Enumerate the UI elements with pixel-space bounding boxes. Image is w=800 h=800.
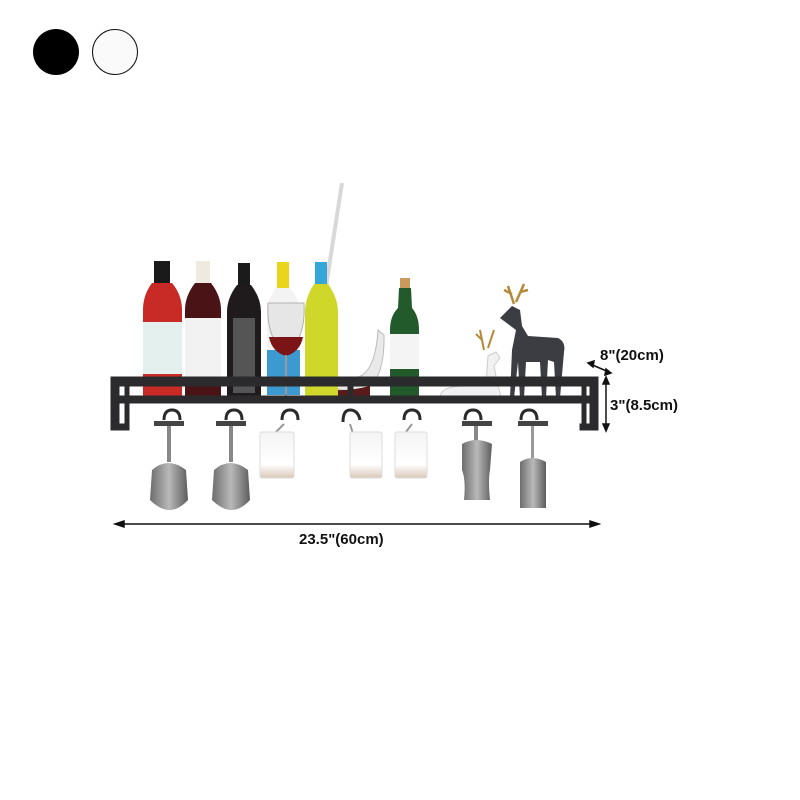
height-label: 3"(8.5cm)	[610, 397, 678, 414]
deer-black	[500, 283, 565, 398]
width-arrow	[112, 519, 602, 529]
color-swatch-black[interactable]	[33, 29, 79, 75]
bottle-dark	[227, 263, 261, 398]
hanging-glass-stack-1	[462, 421, 492, 500]
bottle-red	[185, 261, 221, 398]
hanging-mug-1	[259, 423, 295, 479]
hanging-wine-glass-1	[150, 421, 188, 510]
hanging-glass-stack-2	[518, 421, 548, 508]
wine-glass	[267, 302, 305, 396]
width-label: 23.5"(60cm)	[299, 531, 384, 548]
hanging-wine-glass-2	[212, 421, 250, 510]
bottle-rose	[143, 261, 182, 398]
bottle-green	[390, 278, 419, 398]
deer-white	[439, 329, 502, 399]
shelf-frame	[110, 376, 599, 431]
hanging-mug-3	[394, 423, 428, 479]
depth-label: 8"(20cm)	[600, 347, 664, 364]
color-swatch-white[interactable]	[92, 29, 138, 75]
bottle-yellow	[305, 262, 338, 398]
height-arrow	[601, 375, 611, 433]
depth-arrow	[586, 359, 613, 377]
hooks	[162, 408, 539, 423]
hanging-mug-2	[349, 423, 383, 479]
